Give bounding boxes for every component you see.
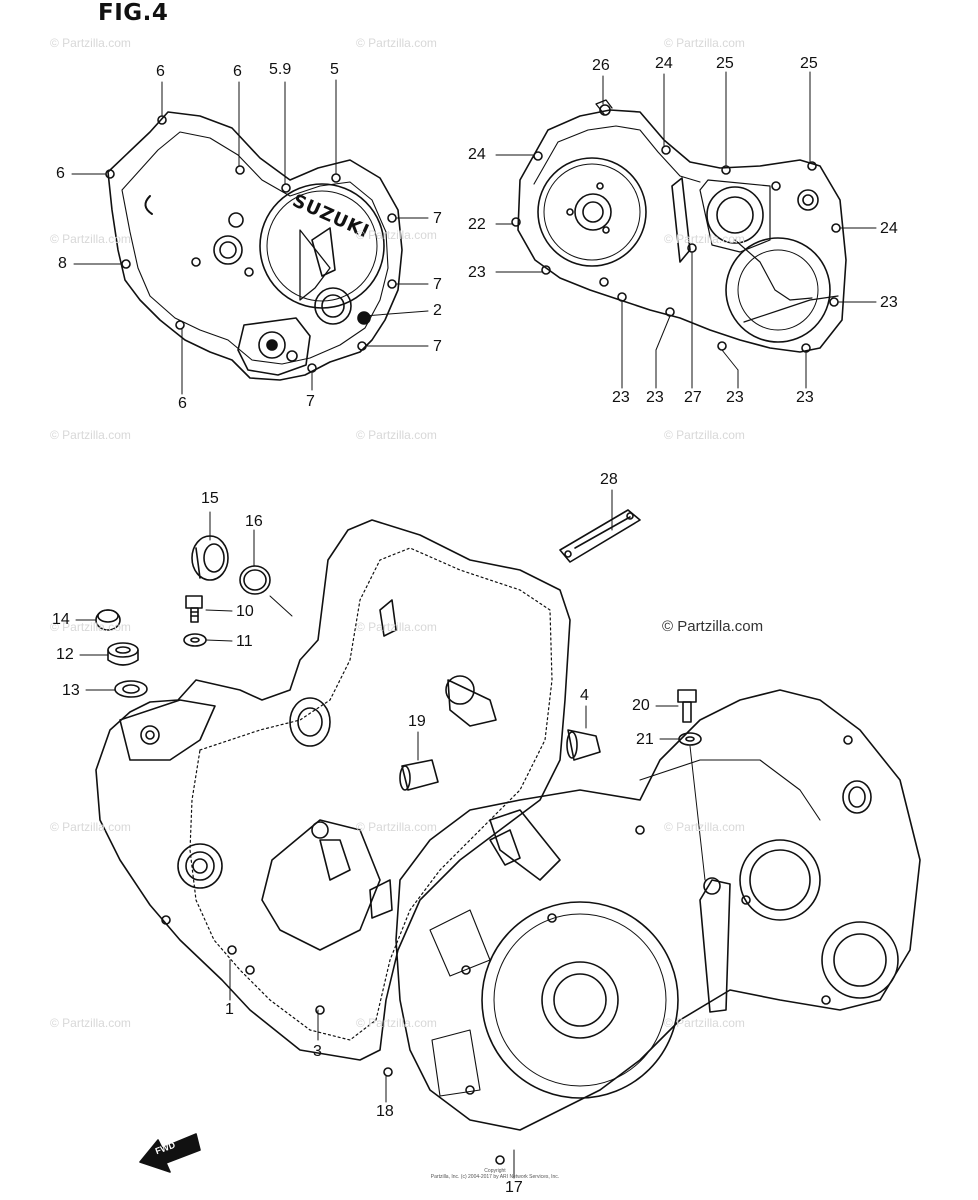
callout-label: 11 (236, 633, 253, 650)
watermark: © Partzilla.com (356, 820, 437, 834)
callout-label: 7 (433, 210, 442, 227)
watermark: © Partzilla.com (50, 36, 131, 50)
callout-label: 6 (178, 395, 187, 412)
callout-label: 12 (56, 646, 74, 663)
callout-label: 8 (58, 255, 67, 272)
callout-label: 14 (52, 611, 70, 628)
copyright-notice: Copyright Partzilla, Inc. (c) 2004-2017 … (395, 1168, 595, 1180)
callout-label: 23 (726, 389, 744, 406)
clutch-cover-outer (105, 111, 403, 381)
callout-label: 4 (580, 687, 589, 704)
bolt-10 (185, 595, 203, 623)
brand-watermark: © Partzilla.com (662, 618, 764, 635)
washer-21 (678, 732, 702, 746)
callout-label: 6 (233, 63, 242, 80)
callout-label: 23 (646, 389, 664, 406)
copyright-line: Copyright (484, 1168, 506, 1174)
callout-label: 7 (306, 393, 315, 410)
o-ring-16 (239, 565, 271, 595)
watermark: © Partzilla.com (356, 36, 437, 50)
watermark: © Partzilla.com (356, 428, 437, 442)
callout-label: 17 (505, 1179, 523, 1196)
watermark: © Partzilla.com (50, 232, 131, 246)
callout-label: 5 (330, 61, 339, 78)
callout-label: 23 (468, 264, 486, 281)
callout-label: 6 (56, 165, 65, 182)
watermark: © Partzilla.com (664, 1016, 745, 1030)
callout-label: 2 (433, 302, 442, 319)
leader-lines-crankcase (75, 489, 706, 1179)
clutch-cover-inner (511, 99, 847, 353)
callout-label: 24 (880, 220, 898, 237)
crankcase-right-half (395, 689, 921, 1165)
watermark: © Partzilla.com (356, 1016, 437, 1030)
callout-label: 7 (433, 338, 442, 355)
callout-label: 13 (62, 682, 80, 699)
callout-label: 21 (636, 731, 654, 748)
leader-lines-right-cover (495, 71, 877, 389)
watermark: © Partzilla.com (356, 620, 437, 634)
gasket-13 (114, 680, 148, 698)
watermark: © Partzilla.com (664, 820, 745, 834)
crankcase-left-half (95, 519, 571, 1077)
washer-11 (183, 633, 207, 647)
watermark: © Partzilla.com (664, 232, 745, 246)
callout-label: 25 (716, 55, 734, 72)
callout-label: 27 (684, 389, 702, 406)
callout-label: 25 (800, 55, 818, 72)
watermark: © Partzilla.com (50, 820, 131, 834)
callout-label: 28 (600, 471, 618, 488)
callout-label: 18 (376, 1103, 394, 1120)
callout-label: 7 (433, 276, 442, 293)
callout-label: 3 (313, 1043, 322, 1060)
watermark: © Partzilla.com (664, 428, 745, 442)
watermark: © Partzilla.com (50, 620, 131, 634)
callout-label: 16 (245, 513, 263, 530)
figure-title: FIG.4 (98, 0, 169, 26)
callout-label: 6 (156, 63, 165, 80)
plug-12 (107, 642, 139, 666)
copyright-line: Partzilla, Inc. (c) 2004-2017 by ARI Net… (430, 1174, 560, 1180)
callout-label: 10 (236, 603, 254, 620)
callout-label: 23 (612, 389, 630, 406)
callout-label: 24 (468, 146, 486, 163)
leader-lines-left-cover (71, 79, 429, 395)
callout-label: 26 (592, 57, 610, 74)
callout-label: 5.9 (269, 61, 292, 78)
dowel-19 (399, 759, 439, 791)
callout-label: 19 (408, 713, 426, 730)
callout-label: 24 (655, 55, 673, 72)
callout-label: 20 (632, 697, 650, 714)
watermark: © Partzilla.com (356, 228, 437, 242)
watermark: © Partzilla.com (664, 36, 745, 50)
callout-label: 23 (880, 294, 898, 311)
forward-arrow-icon (139, 1133, 201, 1173)
bolt-20 (677, 689, 697, 723)
oil-seal-15 (191, 535, 229, 581)
callout-label: 23 (796, 389, 814, 406)
callout-label: 22 (468, 216, 486, 233)
callout-label: 1 (225, 1001, 234, 1018)
callout-label: 15 (201, 490, 219, 507)
watermark: © Partzilla.com (50, 428, 131, 442)
plate-28 (559, 509, 641, 563)
dowel-4 (566, 729, 601, 761)
watermark: © Partzilla.com (50, 1016, 131, 1030)
